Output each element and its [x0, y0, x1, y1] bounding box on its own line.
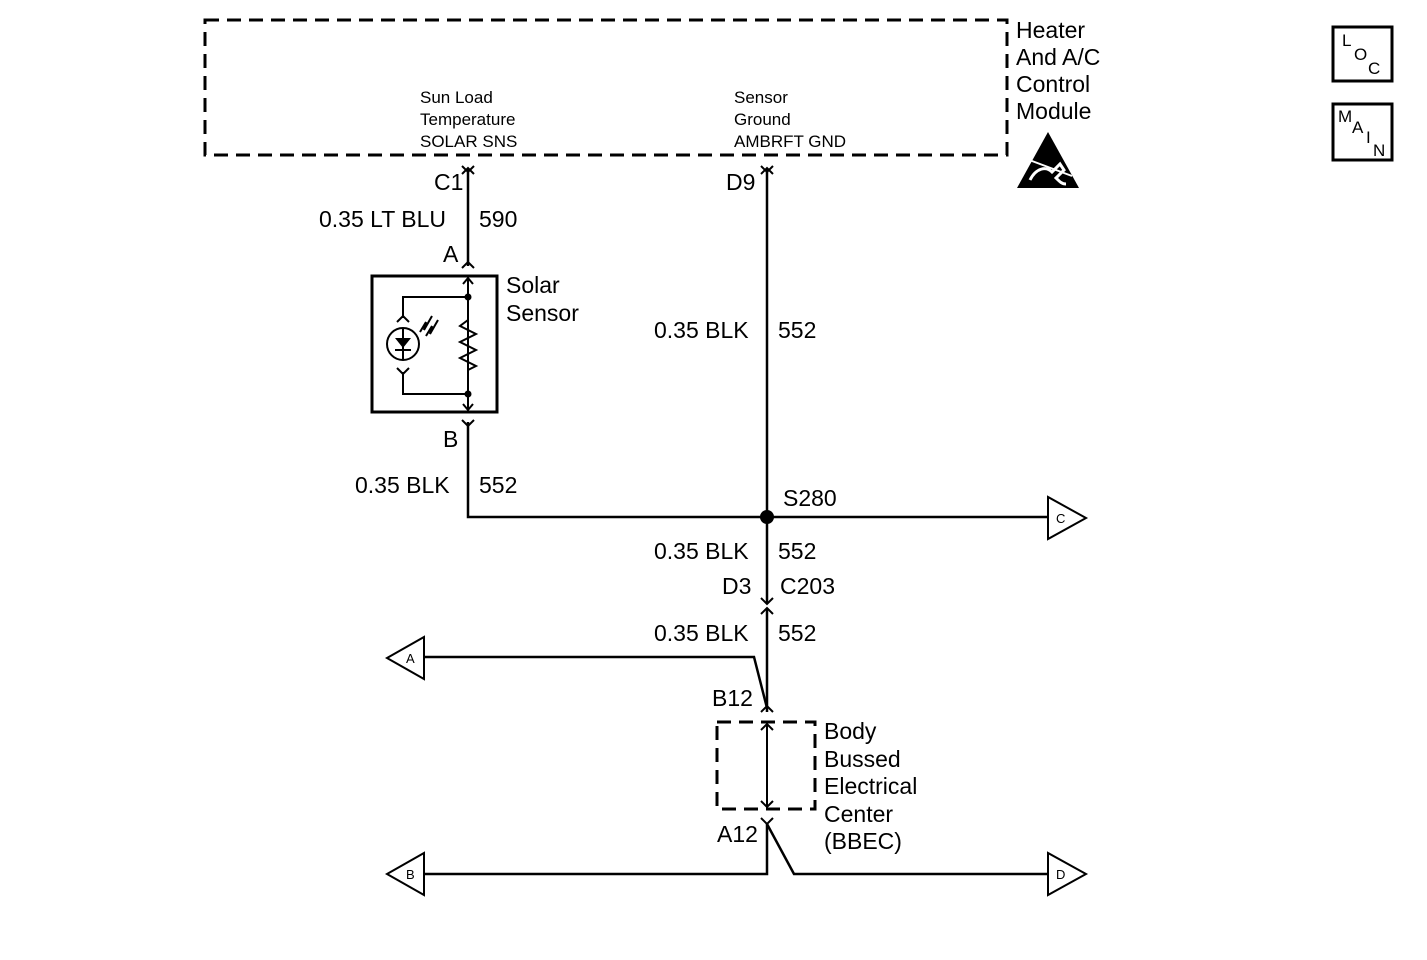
main-button[interactable]: M A I N	[1331, 102, 1394, 162]
solar-sensor: Solar Sensor	[370, 272, 579, 414]
offpage-connector-c[interactable]: C	[1047, 495, 1089, 541]
wire-590-gauge: 0.35 LT BLU	[319, 206, 446, 232]
connector-b-label: B	[443, 426, 458, 452]
wire-bbec-a12: A12	[424, 817, 1048, 876]
wire-552-c203-gauge: 0.35 BLK	[654, 620, 749, 646]
connector-a12-label: A12	[717, 821, 758, 847]
pin-sun-load-line-2: Temperature	[420, 110, 515, 129]
wire-552-s280-circuit: 552	[778, 538, 816, 564]
module-name-line-1: Heater	[1016, 17, 1085, 43]
svg-text:B: B	[406, 867, 415, 882]
svg-text:D: D	[1056, 867, 1065, 882]
pin-sensor-ground-line-2: Ground	[734, 110, 791, 129]
wire-552-c203-bbec: 0.35 BLK 552 B12	[424, 606, 816, 713]
splice-s280-label: S280	[783, 485, 837, 511]
connector-c1-label: C1	[434, 169, 463, 195]
bbec-line-3: Electrical	[824, 773, 917, 799]
bbec-module: Body Bussed Electrical Center (BBEC)	[715, 718, 917, 854]
bbec-line-4: Center	[824, 801, 893, 827]
esd-warning-icon	[1017, 132, 1079, 188]
connector-d9-label: D9	[726, 169, 755, 195]
loc-button[interactable]: L O C	[1331, 25, 1394, 83]
svg-text:A: A	[1352, 118, 1364, 137]
pin-sun-load-line-1: Sun Load	[420, 88, 493, 107]
svg-text:L: L	[1342, 31, 1351, 50]
offpage-connector-b[interactable]: B	[384, 851, 425, 897]
wire-552-s280-gauge: 0.35 BLK	[654, 538, 749, 564]
pin-sensor-ground-line-1: Sensor	[734, 88, 788, 107]
wire-590-circuit: 590	[479, 206, 517, 232]
svg-text:M: M	[1338, 107, 1352, 126]
solar-sensor-line-1: Solar	[506, 272, 560, 298]
wire-552-ground-gauge: 0.35 BLK	[654, 317, 749, 343]
pin-sensor-ground-line-3: AMBRFT GND	[734, 132, 846, 151]
connector-a-label: A	[443, 241, 459, 267]
module-name-line-2: And A/C	[1016, 44, 1100, 70]
hvac-control-module: Heater And A/C Control Module Sun Load T…	[203, 17, 1100, 188]
svg-text:N: N	[1373, 141, 1385, 160]
splice-s280: S280	[760, 485, 1048, 524]
wire-552-sensor-circuit: 552	[479, 472, 517, 498]
connector-c203-label: C203	[780, 573, 835, 599]
wire-552-sensor-ground: B 0.35 BLK 552	[355, 419, 767, 519]
solar-sensor-line-2: Sensor	[506, 300, 579, 326]
wire-552-module-ground: D9 0.35 BLK 552	[654, 165, 816, 517]
svg-text:A: A	[406, 651, 415, 666]
photodiode-icon	[386, 315, 439, 361]
wire-552-c203-circuit: 552	[778, 620, 816, 646]
module-name-line-3: Control	[1016, 71, 1090, 97]
bbec-line-5: (BBEC)	[824, 828, 902, 854]
svg-text:C: C	[1056, 511, 1065, 526]
wire-552-s280-c203: 0.35 BLK 552 D3 C203	[654, 517, 835, 606]
connector-b12-label: B12	[712, 685, 753, 711]
connector-d3-label: D3	[722, 573, 751, 599]
offpage-connector-d[interactable]: D	[1047, 851, 1089, 897]
svg-text:C: C	[1368, 59, 1380, 78]
wire-590-lt-blu: C1 0.35 LT BLU 590 A	[319, 165, 517, 269]
offpage-connector-a[interactable]: A	[384, 635, 425, 681]
bbec-line-1: Body	[824, 718, 877, 744]
pin-sun-load-line-3: SOLAR SNS	[420, 132, 517, 151]
svg-text:O: O	[1354, 45, 1367, 64]
wire-552-sensor-gauge: 0.35 BLK	[355, 472, 450, 498]
module-name-line-4: Module	[1016, 98, 1091, 124]
wire-552-ground-circuit: 552	[778, 317, 816, 343]
bbec-line-2: Bussed	[824, 746, 901, 772]
svg-text:I: I	[1366, 128, 1371, 147]
